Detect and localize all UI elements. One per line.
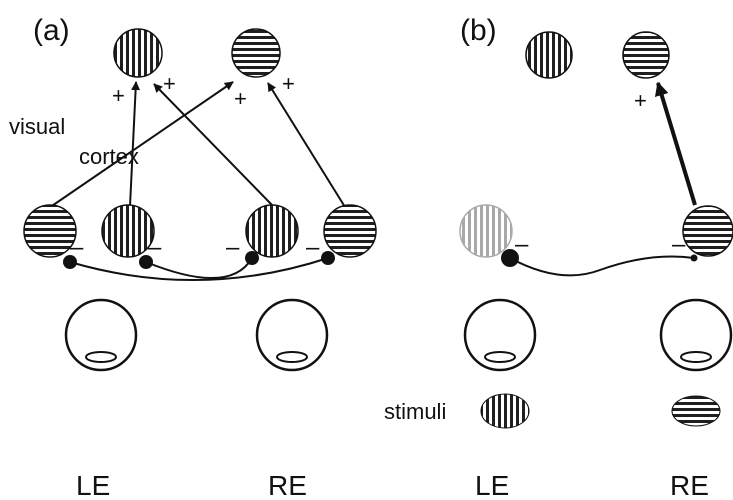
monocular-neuron-right-horizontal: [323, 204, 377, 258]
minus-sign: –: [672, 231, 686, 258]
plus-sign: +: [634, 88, 647, 113]
inhibitory-synapse: [139, 255, 153, 269]
minus-sign: –: [306, 234, 320, 261]
left-eye-label: LE: [76, 470, 110, 500]
weak-inhibitory-synapse: [690, 254, 698, 262]
visual-cortex-label: visual: [9, 114, 65, 139]
left-eye: [463, 298, 537, 372]
panel-b-label: (b): [460, 14, 497, 47]
right-eye: [255, 298, 329, 372]
cortex-cell-vertical: [525, 31, 573, 79]
excitatory-arrow: [45, 81, 234, 211]
dominant-neuron-horizontal: [682, 205, 733, 257]
plus-sign: +: [163, 71, 176, 96]
stimulus-vertical-grating: [480, 393, 530, 429]
minus-sign: –: [226, 234, 240, 261]
stimulus-horizontal-grating: [671, 395, 721, 427]
inhibitory-connection: [145, 257, 253, 279]
excitatory-arrow: [129, 81, 141, 207]
panel-b: (b) + – – stimuli LE RE: [384, 14, 733, 500]
right-eye: [659, 298, 733, 372]
inhibitory-synapse: [63, 255, 77, 269]
suppressed-neuron-vertical: [459, 204, 513, 258]
visual-cortex-label: cortex: [79, 144, 139, 169]
cortex-cell-horizontal: [231, 28, 281, 78]
excitatory-arrow: [267, 82, 346, 208]
monocular-neuron-left-vertical: [101, 204, 155, 258]
monocular-neuron-left-horizontal: [23, 204, 77, 258]
right-eye-label: RE: [268, 470, 307, 500]
right-eye-label: RE: [670, 470, 709, 500]
panel-a: (a) + + + + visual cortex – – – –: [9, 14, 377, 500]
panel-a-label: (a): [33, 14, 70, 47]
minus-sign: –: [70, 234, 84, 261]
inhibitory-connection: [509, 255, 695, 277]
cortex-cell-vertical: [113, 28, 163, 78]
inhibitory-connection: [69, 257, 329, 282]
plus-sign: +: [234, 86, 247, 111]
inhibitory-synapse: [245, 251, 259, 265]
plus-sign: +: [112, 83, 125, 108]
excitatory-arrow: [153, 83, 273, 206]
cortex-cell-horizontal: [622, 31, 670, 79]
monocular-neuron-right-vertical: [245, 204, 299, 258]
left-eye: [64, 298, 138, 372]
left-eye-label: LE: [475, 470, 509, 500]
stimuli-label: stimuli: [384, 399, 446, 424]
inhibitory-synapse: [321, 251, 335, 265]
dominant-excitatory-arrow: [654, 81, 697, 206]
minus-sign: –: [515, 231, 529, 258]
plus-sign: +: [282, 71, 295, 96]
minus-sign: –: [148, 234, 162, 261]
strong-inhibitory-synapse: [501, 249, 519, 267]
